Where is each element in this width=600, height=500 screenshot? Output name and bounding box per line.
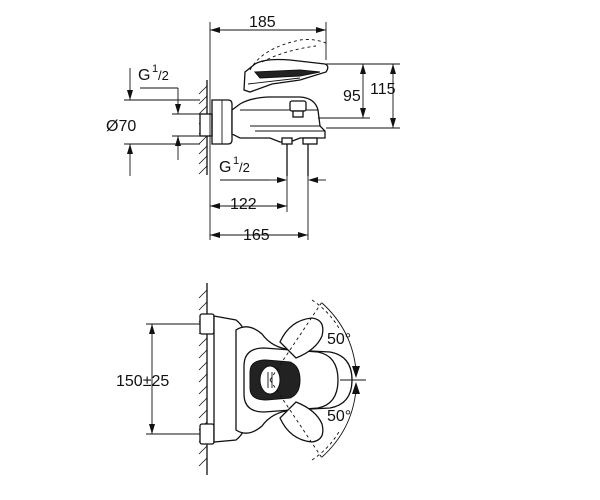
label-122: 122	[230, 196, 257, 213]
dim-185: 185	[209, 14, 327, 240]
dim-122: 122	[210, 176, 288, 213]
label-center-distance: 150±25	[116, 373, 169, 390]
dim-thread-top: G 1 /2	[138, 63, 200, 160]
label-diameter: Ø70	[106, 118, 136, 135]
mixer-body	[231, 96, 326, 176]
handle-rotation-ghosts	[269, 299, 341, 461]
label-angle-down: 50°	[327, 408, 351, 425]
dim-diameter: Ø70	[106, 68, 200, 176]
front-view: 50° 50° 150±25	[116, 283, 366, 475]
front-body	[235, 326, 353, 434]
dim-thread-bottom: G 1 /2	[219, 155, 326, 183]
label-thread-bottom-den: /2	[239, 160, 250, 175]
dim-165: 165	[210, 176, 309, 244]
angle-arcs: 50° 50°	[321, 302, 366, 458]
label-thread-top-den: /2	[158, 68, 169, 83]
label-95: 95	[343, 88, 361, 105]
dim-heights: 95 115	[318, 63, 400, 129]
label-thread-bottom-sup: 1	[233, 155, 239, 167]
label-angle-up: 50°	[327, 331, 351, 348]
lever-handle	[243, 39, 329, 93]
label-thread-top-g: G	[138, 67, 150, 84]
label-thread-bottom-g: G	[219, 159, 231, 176]
label-185: 185	[249, 14, 276, 31]
wall-connector	[199, 99, 233, 145]
label-165: 165	[243, 227, 270, 244]
side-view: 185 95 115 G 1 /2	[106, 14, 400, 244]
label-thread-top-sup: 1	[152, 63, 158, 75]
wall-hatch-bottom	[198, 283, 208, 475]
label-115: 115	[370, 81, 396, 98]
dim-center-distance: 150±25	[116, 323, 200, 435]
